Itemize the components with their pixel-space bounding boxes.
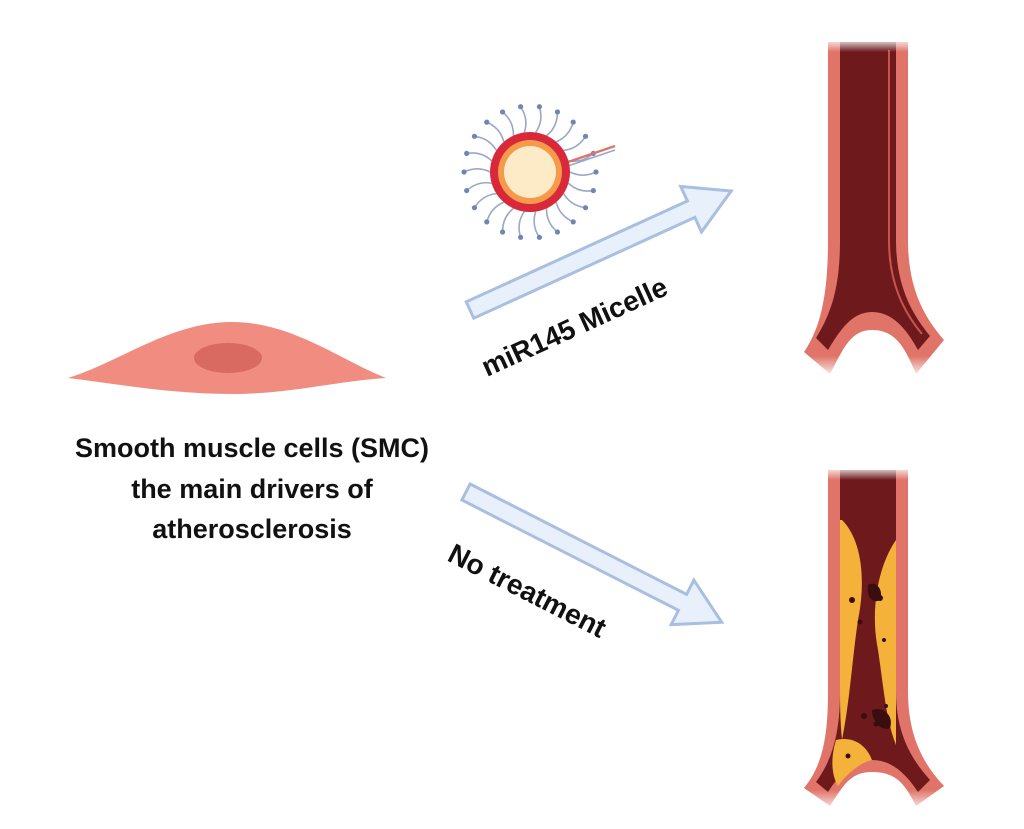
micelle-core: [504, 146, 556, 198]
micelle-tail: [555, 121, 574, 143]
plaque-specks: [845, 583, 891, 759]
micelle-tail-head: [484, 119, 490, 125]
micelle-tail-head: [554, 109, 561, 115]
micelle-tail-head: [499, 229, 506, 235]
micelle-tail: [486, 201, 505, 223]
micelle-tail: [533, 211, 541, 238]
micelle-tail: [473, 192, 497, 209]
treatment-arrow-shape: [464, 184, 734, 321]
micelle-tail-head: [536, 104, 542, 110]
micelle-tail: [567, 182, 594, 192]
cell-caption-line-2: the main drivers of: [131, 474, 374, 504]
micelle-tail-head: [570, 119, 576, 125]
cell-caption-line-1: Smooth muscle cells (SMC): [75, 433, 429, 463]
micelle-tail: [463, 168, 491, 173]
micelle-tail: [466, 152, 493, 162]
micelle-tail-head: [590, 187, 596, 194]
micelle-tail: [555, 202, 574, 223]
micelle-tail-head: [582, 133, 589, 139]
micelle-tail: [569, 171, 597, 176]
micelle-tail: [519, 106, 527, 133]
micelle-tail-head: [471, 205, 478, 211]
micelle-payload-strand: [567, 144, 616, 164]
micelle-tail: [546, 111, 559, 137]
atherosclerotic-artery-icon: [800, 466, 950, 812]
micelle-tail: [501, 207, 514, 233]
micelle-tail-head: [593, 169, 599, 175]
micelle-tail: [502, 111, 515, 136]
micelle-tail: [535, 106, 542, 133]
plaque-left: [840, 520, 862, 740]
healthy-artery-inner-line: [888, 50, 923, 335]
cell-nucleus: [194, 343, 262, 373]
micelle-tail: [466, 181, 492, 192]
cell-caption-line-3: atherosclerosis: [152, 514, 352, 544]
micelle-tail: [486, 121, 505, 142]
plaque-bottom: [832, 738, 872, 786]
micelle-tail: [563, 135, 587, 152]
no-treatment-arrow: [459, 481, 725, 627]
micelle-tail-head: [554, 229, 561, 235]
healthy-artery-icon: [800, 38, 950, 378]
micelle-tail: [562, 193, 586, 209]
micelle-tail-head: [582, 205, 589, 211]
micelle-tail-head: [499, 109, 506, 115]
micelle-tail: [545, 208, 558, 233]
micelle-tail-head: [471, 133, 478, 139]
micelle-tail-head: [518, 104, 524, 110]
treatment-arrow: [464, 184, 734, 321]
micelle-tail-head: [464, 187, 470, 194]
micelle-tail-head: [536, 234, 542, 240]
healthy-artery-lumen: [816, 42, 930, 350]
micelle-icon: [461, 104, 616, 240]
micelle-tail-head: [461, 169, 467, 175]
no-treatment-arrow-shape: [459, 481, 725, 627]
micelle-tail: [518, 211, 525, 238]
micelle-tail-head: [570, 219, 576, 225]
micelle-tail-head: [464, 150, 470, 157]
micelle-tail: [474, 135, 498, 151]
micelle-payload-strand-2: [567, 149, 616, 167]
micelle-tail-head: [518, 234, 524, 240]
micelle-tail-head: [484, 219, 490, 225]
smooth-muscle-cell-icon: [68, 322, 386, 394]
